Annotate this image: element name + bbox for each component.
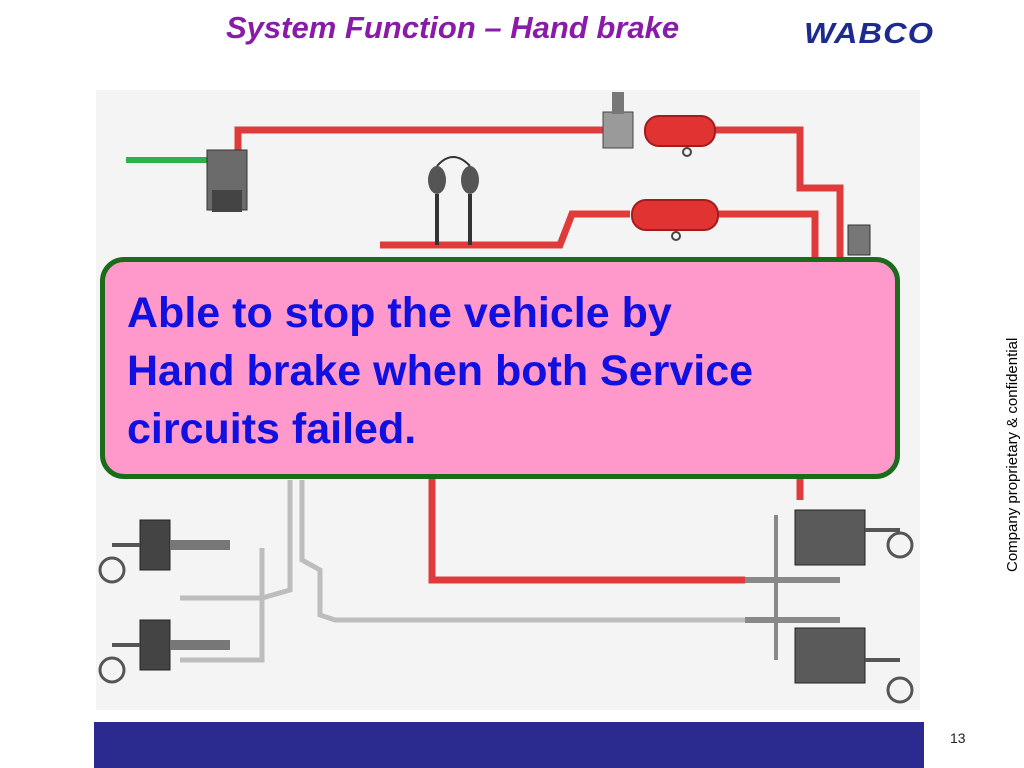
confidentiality-note: Company proprietary & confidential bbox=[1004, 337, 1021, 572]
rear-spring-brake-2 bbox=[794, 627, 866, 684]
protection-valve-top bbox=[612, 92, 624, 114]
air-reservoir-1 bbox=[644, 115, 716, 147]
pressure-gauge-1 bbox=[428, 166, 446, 194]
footer-bar bbox=[94, 722, 924, 768]
red-air-line-bottom bbox=[428, 470, 745, 584]
slack-adjuster-4 bbox=[886, 676, 914, 704]
front-brake-chamber-2 bbox=[139, 619, 171, 671]
grey-line-left-1 bbox=[180, 480, 293, 601]
slide-title: System Function – Hand brake bbox=[226, 10, 680, 45]
compressor-base bbox=[212, 190, 242, 212]
callout-line-1: Able to stop the vehicle by bbox=[127, 289, 672, 337]
red-air-line-right bbox=[715, 126, 844, 260]
red-air-line-mid-right bbox=[718, 210, 819, 260]
rear-spring-brake-1 bbox=[794, 509, 866, 566]
slack-adjuster-1 bbox=[98, 556, 126, 584]
slack-adjuster-3 bbox=[886, 531, 914, 559]
page-number: 13 bbox=[950, 730, 966, 746]
callout-line-2: Hand brake when both Service bbox=[127, 347, 754, 395]
pressure-gauge-2 bbox=[461, 166, 479, 194]
grey-line-left-3 bbox=[180, 548, 265, 663]
protection-valve bbox=[602, 111, 634, 149]
callout-text: Able to stop the vehicle by Hand brake w… bbox=[127, 284, 881, 458]
wabco-logo: WABCO bbox=[804, 18, 935, 50]
relay-valve bbox=[847, 224, 871, 256]
callout-line-3: circuits failed. bbox=[127, 405, 417, 453]
grey-line-left-2 bbox=[299, 480, 745, 623]
slack-adjuster-2 bbox=[98, 656, 126, 684]
front-brake-chamber-1 bbox=[139, 519, 171, 571]
callout-box: Able to stop the vehicle by Hand brake w… bbox=[100, 257, 900, 479]
drain-valve-1 bbox=[682, 147, 692, 157]
air-reservoir-2 bbox=[631, 199, 719, 231]
drain-valve-2 bbox=[671, 231, 681, 241]
